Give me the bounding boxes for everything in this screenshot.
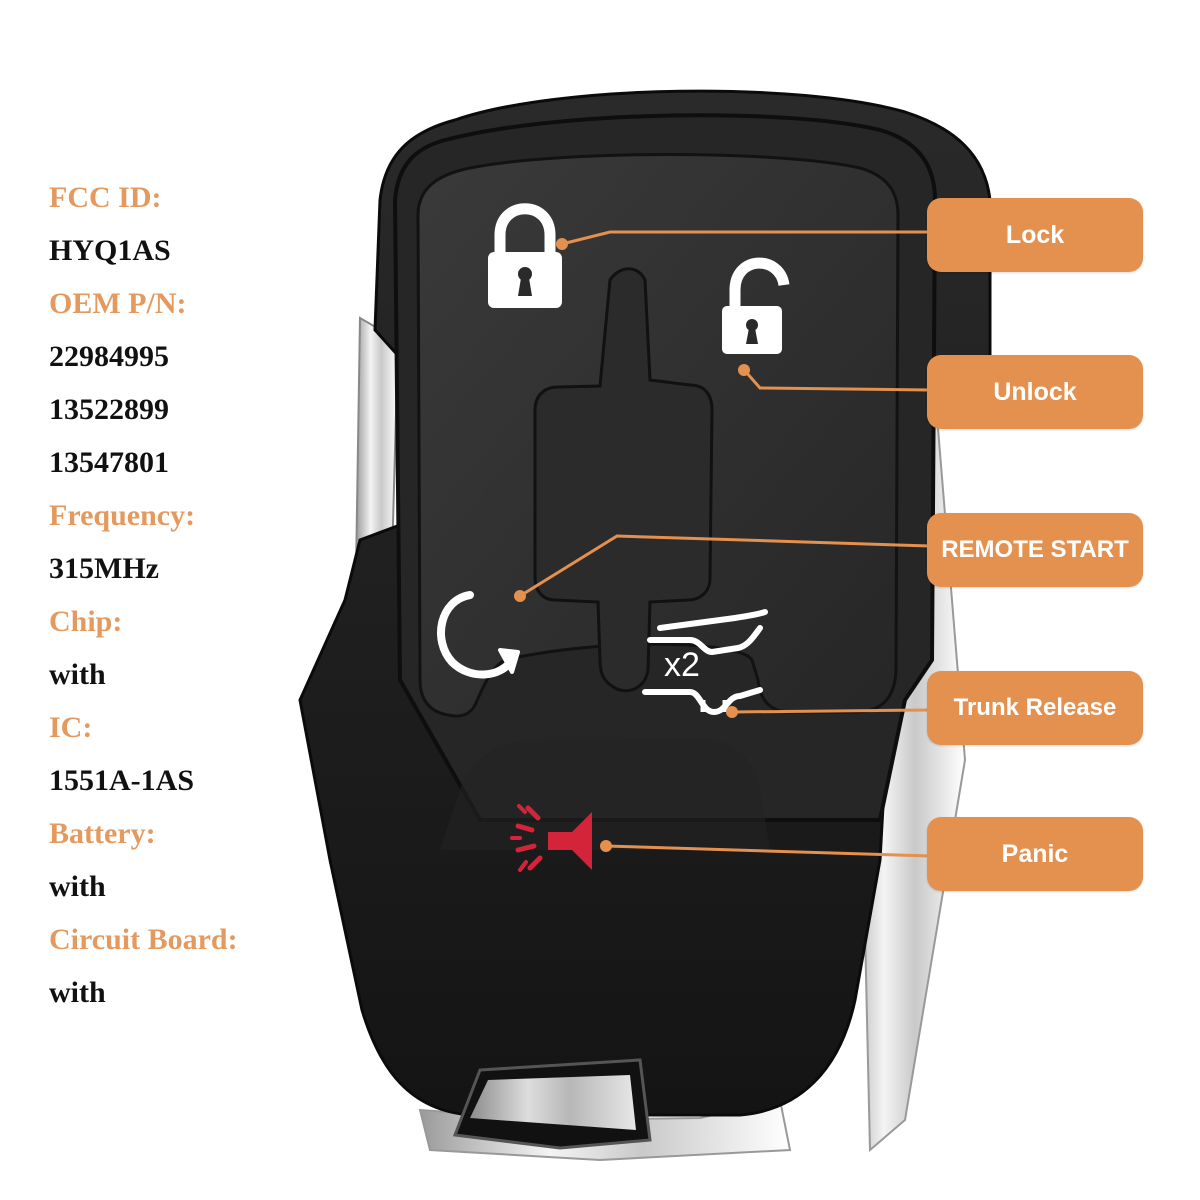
spec-value-oem-pn-2: 13522899 <box>49 393 169 426</box>
spec-label-oem-pn: OEM P/N: <box>49 287 187 320</box>
panic-icon[interactable] <box>510 804 592 872</box>
callout-trunk-release: Trunk Release <box>927 671 1143 745</box>
spec-value-ic: 1551A-1AS <box>49 764 195 797</box>
spec-label-battery: Battery: <box>49 817 156 850</box>
spec-value-fcc-id: HYQ1AS <box>49 234 171 267</box>
trunk-release-icon[interactable]: x2 <box>642 609 768 715</box>
callout-lock: Lock <box>927 198 1143 272</box>
remote-start-icon[interactable] <box>437 591 520 679</box>
panic-pad <box>440 738 770 850</box>
spec-value-oem-pn-1: 22984995 <box>49 340 169 373</box>
spec-label-chip: Chip: <box>49 605 123 638</box>
spec-value-circuit-board: with <box>49 976 106 1009</box>
callout-remote-start: REMOTE START <box>927 513 1143 587</box>
spec-label-circuit-board: Circuit Board: <box>49 923 238 956</box>
callout-unlock: Unlock <box>927 355 1143 429</box>
unlock-icon[interactable] <box>722 257 790 354</box>
spec-value-chip: with <box>49 658 106 691</box>
center-cross <box>533 267 714 693</box>
spec-label-ic: IC: <box>49 711 93 744</box>
spec-value-frequency: 315MHz <box>49 552 159 585</box>
spec-label-fcc-id: FCC ID: <box>49 181 162 214</box>
leader-lines <box>519 230 931 858</box>
callout-panic: Panic <box>927 817 1143 891</box>
trunk-badge-text: x2 <box>664 646 700 684</box>
leader-dots <box>514 238 750 852</box>
lock-icon[interactable] <box>488 203 562 308</box>
spec-value-battery: with <box>49 870 106 903</box>
spec-label-frequency: Frequency: <box>49 499 196 532</box>
spec-value-oem-pn-3: 13547801 <box>49 446 169 479</box>
